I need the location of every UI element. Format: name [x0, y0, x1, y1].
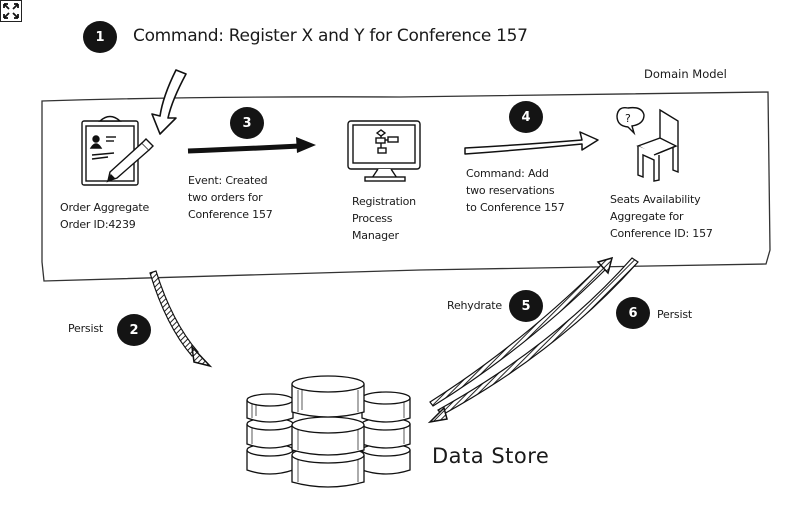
arrow-rehydrate — [429, 256, 614, 407]
seats-aggregate-label: Seats Availability Aggregate for Confere… — [610, 191, 713, 242]
label-line: to Conference 157 — [466, 201, 565, 214]
label-line: Command: Add — [466, 167, 549, 180]
chair-question-icon: ? — [616, 106, 679, 182]
label-line: Aggregate for — [610, 210, 684, 223]
order-id: Order ID:4239 — [60, 218, 136, 231]
persist-seats-label: Persist — [657, 308, 692, 321]
command-register-label: Command: Register X and Y for Conference… — [133, 26, 528, 46]
order-aggregate-title: Order Aggregate — [60, 201, 150, 214]
persist-order-label: Persist — [68, 322, 103, 335]
label-line: Seats Availability — [610, 193, 701, 206]
label-line: two orders for — [188, 191, 263, 204]
domain-model-frame — [41, 91, 771, 282]
add-reservations-label: Command: Add two reservations to Confere… — [466, 165, 565, 216]
arrow-command-to-order — [151, 69, 187, 135]
monitor-flowchart-icon — [347, 120, 421, 182]
clipboard-pencil-icon — [81, 115, 154, 186]
step-badge-1: 1 — [83, 21, 117, 53]
step-number: 3 — [242, 115, 252, 131]
label-line: Conference ID: 157 — [610, 227, 713, 240]
step-number: 2 — [129, 322, 139, 338]
database-stack-icon — [246, 375, 411, 488]
process-manager-label: Registration Process Manager — [352, 193, 416, 244]
event-created-label: Event: Created two orders for Conference… — [188, 172, 273, 223]
arrow-add-reservations — [464, 131, 599, 155]
label-line: Event: Created — [188, 174, 268, 187]
step-badge-4: 4 — [509, 101, 543, 133]
arrow-persist-order — [149, 270, 213, 368]
step-number: 1 — [95, 29, 105, 45]
step-number: 6 — [628, 305, 638, 321]
arrow-event-created — [187, 137, 316, 154]
rehydrate-label: Rehydrate — [447, 299, 502, 312]
step-number: 5 — [521, 298, 531, 314]
label-line: Process — [352, 212, 393, 225]
step-number: 4 — [521, 109, 531, 125]
expand-button[interactable] — [0, 0, 22, 22]
step-badge-2: 2 — [117, 314, 151, 346]
step-badge-5: 5 — [509, 290, 543, 322]
step-badge-6: 6 — [616, 297, 650, 329]
label-line: two reservations — [466, 184, 555, 197]
expand-arrows-icon — [3, 3, 19, 19]
label-line: Conference 157 — [188, 208, 273, 221]
svg-text:?: ? — [625, 112, 631, 125]
step-badge-3: 3 — [230, 107, 264, 139]
data-store-label: Data Store — [432, 444, 550, 468]
order-aggregate-label: Order Aggregate Order ID:4239 — [60, 199, 149, 233]
arrow-persist-seats — [427, 257, 639, 424]
label-line: Registration — [352, 195, 416, 208]
label-line: Manager — [352, 229, 399, 242]
domain-model-label: Domain Model — [644, 67, 727, 81]
